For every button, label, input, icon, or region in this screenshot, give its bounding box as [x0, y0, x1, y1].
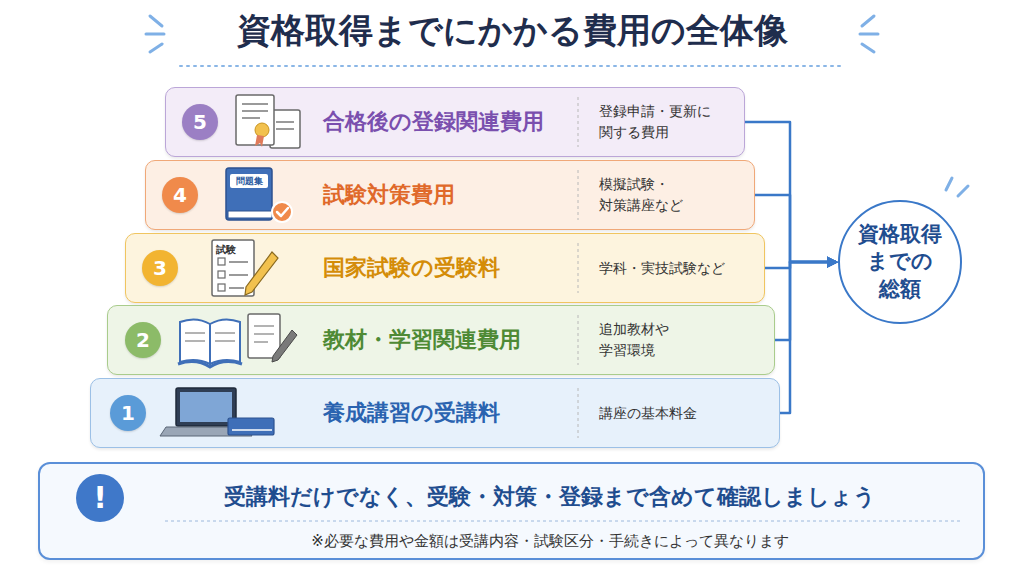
title-sparkle-part	[860, 33, 878, 36]
callout-number: 3	[142, 250, 178, 286]
icon-label: 問題集	[230, 174, 268, 188]
total-circle: 資格取得 までの 総額	[838, 200, 962, 324]
cost-band: 養成講習の受講料 講座の基本料金	[90, 378, 780, 448]
band-description: 追加教材や 学習環境	[599, 319, 709, 361]
total-sparkle-part	[946, 178, 952, 190]
cost-band: 国家試験の受験料 学科・実技試験など	[125, 233, 765, 303]
band-description: 学科・実技試験など	[599, 258, 739, 279]
total-sparkle	[946, 178, 968, 196]
callout-number: 1	[110, 395, 146, 431]
callout-number: 2	[125, 322, 161, 358]
bracket-connector	[765, 262, 836, 268]
band-heading: 試験対策費用	[323, 180, 455, 210]
callout-number: 4	[162, 177, 198, 213]
title-sparkle-part	[150, 44, 162, 52]
title-underline	[180, 66, 845, 67]
diagram-title: 資格取得までにかかる費用の全体像	[0, 8, 1024, 54]
notice-icon: !	[76, 474, 124, 522]
bracket-connector	[775, 262, 836, 340]
title-sparkle-part	[862, 16, 874, 26]
cost-band: 試験対策費用 模擬試験・ 対策講座など	[145, 160, 755, 230]
callout-number: 5	[182, 104, 218, 140]
band-description: 登録申請・更新に 関する費用	[599, 101, 739, 143]
icon-label: 試験	[216, 243, 246, 257]
band-heading: 合格後の登録関連費用	[323, 107, 544, 137]
band-description: 模擬試験・ 対策講座など	[599, 174, 739, 216]
notice-text: 受講料だけでなく、受験・対策・登録まで含めて確認しましょう	[130, 482, 970, 513]
title-underline-part	[180, 65, 845, 67]
notice-note: ※必要な費用や金額は受講内容・試験区分・手続きによって異なります	[130, 531, 970, 552]
total-sparkle-part	[958, 186, 968, 196]
title-sparkle-part	[862, 44, 874, 52]
cost-band: 合格後の登録関連費用 登録申請・更新に 関する費用	[165, 87, 745, 157]
title-sparkle	[146, 16, 878, 52]
notice-box: 受講料だけでなく、受験・対策・登録まで含めて確認しましょう ※必要な費用や金額は受…	[38, 462, 985, 560]
band-heading: 養成講習の受講料	[323, 398, 500, 428]
title-sparkle-part	[146, 33, 164, 36]
title-sparkle-part	[150, 16, 162, 26]
band-heading: 国家試験の受験料	[323, 253, 500, 283]
band-description: 講座の基本料金	[599, 403, 739, 424]
band-heading: 教材・学習関連費用	[323, 325, 521, 355]
total-text: 資格取得 までの 総額	[850, 221, 950, 303]
bracket-connector	[755, 195, 836, 262]
bracket-connector	[780, 262, 836, 413]
cost-band: 教材・学習関連費用 追加教材や 学習環境	[107, 305, 775, 375]
